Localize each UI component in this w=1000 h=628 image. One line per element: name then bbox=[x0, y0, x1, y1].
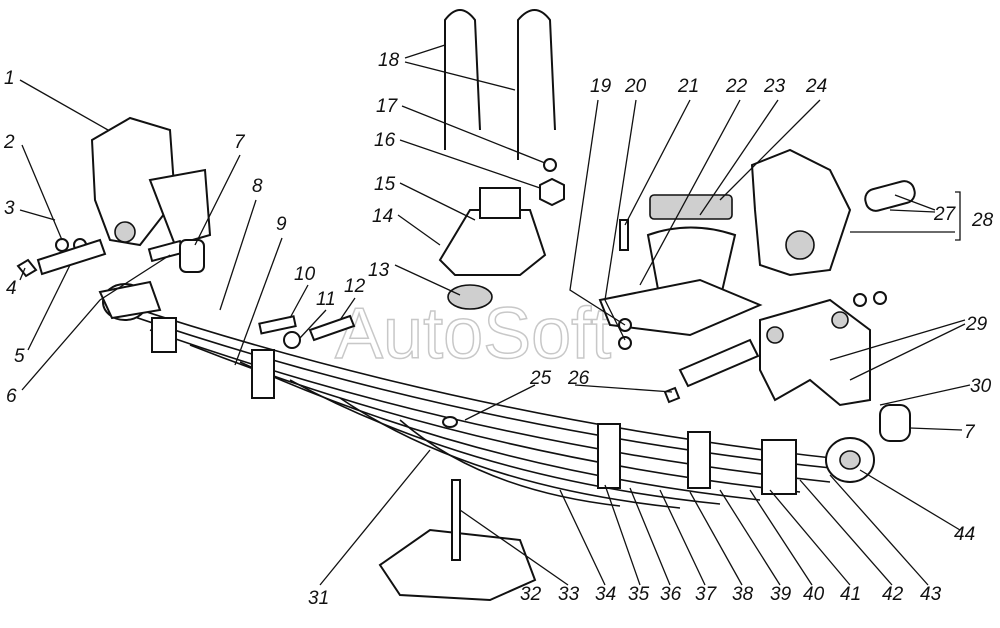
leader-lines bbox=[19, 44, 971, 586]
label-7: 7 bbox=[234, 132, 246, 153]
label-5: 5 bbox=[14, 346, 25, 367]
label-18: 18 bbox=[378, 50, 400, 71]
label-42: 42 bbox=[882, 584, 904, 605]
label-23: 23 bbox=[763, 76, 786, 97]
u-bolt bbox=[444, 9, 481, 150]
label-15: 15 bbox=[374, 174, 396, 195]
label-32: 32 bbox=[520, 584, 542, 605]
label-7b: 7 bbox=[964, 422, 976, 443]
label-12: 12 bbox=[344, 276, 366, 297]
lower-pad bbox=[378, 528, 537, 602]
label-39: 39 bbox=[770, 584, 792, 605]
label-30: 30 bbox=[970, 376, 992, 397]
label-28: 28 bbox=[971, 210, 994, 231]
label-34: 34 bbox=[595, 584, 616, 605]
rubber-pad bbox=[438, 209, 547, 276]
label-22: 22 bbox=[725, 76, 748, 97]
label-3: 3 bbox=[4, 198, 15, 219]
label-43: 43 bbox=[920, 584, 942, 605]
label-20: 20 bbox=[624, 76, 647, 97]
label-41: 41 bbox=[840, 584, 861, 605]
label-35: 35 bbox=[628, 584, 650, 605]
label-33: 33 bbox=[558, 584, 580, 605]
label-29: 29 bbox=[965, 314, 988, 335]
part-labels: 1 2 3 4 5 6 7 8 9 10 11 12 13 14 15 16 1… bbox=[3, 50, 994, 609]
label-24: 24 bbox=[805, 76, 827, 97]
label-11: 11 bbox=[316, 289, 336, 310]
front-bracket bbox=[90, 116, 177, 247]
label-9: 9 bbox=[276, 214, 287, 235]
label-16: 16 bbox=[374, 130, 396, 151]
label-8: 8 bbox=[252, 176, 263, 197]
label-26: 26 bbox=[567, 368, 590, 389]
label-10: 10 bbox=[294, 264, 316, 285]
label-38: 38 bbox=[732, 584, 754, 605]
label-2: 2 bbox=[3, 132, 15, 153]
label-21: 21 bbox=[677, 76, 699, 97]
label-25: 25 bbox=[529, 368, 552, 389]
label-27: 27 bbox=[933, 204, 957, 225]
label-19: 19 bbox=[590, 76, 612, 97]
label-1: 1 bbox=[4, 68, 15, 89]
label-37: 37 bbox=[695, 584, 718, 605]
label-31: 31 bbox=[308, 588, 329, 609]
label-4: 4 bbox=[6, 278, 17, 299]
label-36: 36 bbox=[660, 584, 682, 605]
label-40: 40 bbox=[803, 584, 825, 605]
label-17: 17 bbox=[376, 96, 399, 117]
label-44: 44 bbox=[954, 524, 975, 545]
label-13: 13 bbox=[368, 260, 390, 281]
label-14: 14 bbox=[372, 206, 393, 227]
label-6: 6 bbox=[6, 386, 17, 407]
rear-bracket bbox=[750, 148, 852, 277]
